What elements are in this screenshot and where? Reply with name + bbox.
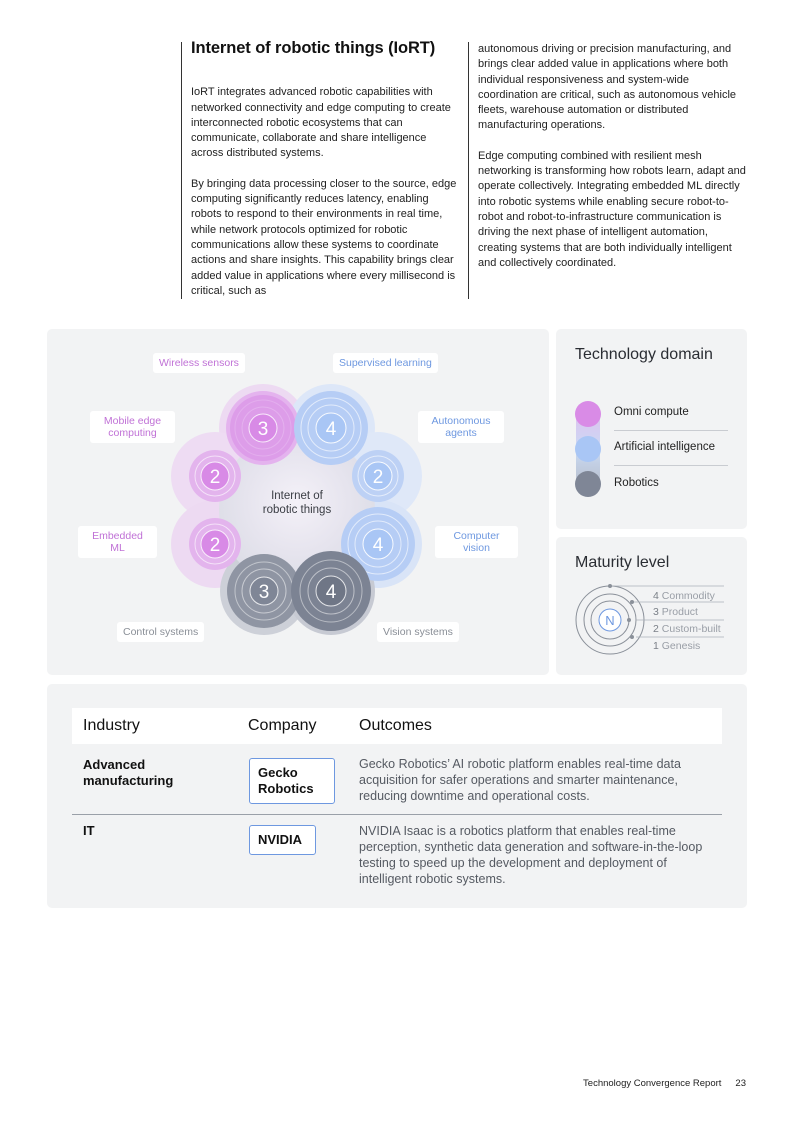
maturity-level-1: 1 Genesis <box>653 640 701 652</box>
legend-item-artificial-intelligence: Artificial intelligence <box>614 441 715 453</box>
node-vision-systems: 4 <box>291 551 371 631</box>
convergence-diagram-panel: 3 2 2 4 2 <box>47 329 549 675</box>
node-embedded-ml: 2 <box>189 518 241 570</box>
domain-gradient-bar <box>575 401 601 497</box>
article-heading: Internet of robotic things (IoRT) <box>191 39 436 57</box>
report-name: Technology Convergence Report <box>583 1078 722 1089</box>
maturity-level-legend: Maturity level N 4 Commodity 3 Product 2… <box>556 537 747 675</box>
label-vision-systems: Vision systems <box>377 622 459 642</box>
maturity-number: 2 <box>210 467 221 488</box>
article-left-column: Internet of robotic things (IoRT) IoRT i… <box>181 39 457 299</box>
node-control-systems: 3 <box>227 554 301 628</box>
legend-item-robotics: Robotics <box>614 477 659 489</box>
maturity-number: 4 <box>373 535 384 556</box>
header-outcomes: Outcomes <box>359 717 432 734</box>
node-autonomous-agents: 2 <box>352 450 404 502</box>
table-header: Industry Company Outcomes <box>72 708 722 744</box>
maturity-number: 2 <box>373 467 384 488</box>
maturity-number: 3 <box>258 419 269 440</box>
article-paragraph: autonomous driving or precision manufact… <box>478 43 737 132</box>
maturity-number: 2 <box>210 535 221 556</box>
maturity-title: Maturity level <box>575 554 670 571</box>
row-2-company: NVIDIA <box>249 825 316 855</box>
maturity-center-letter: N <box>605 613 614 628</box>
label-supervised-learning: Supervised learning <box>333 353 438 373</box>
legend-title: Technology domain <box>575 346 713 363</box>
article-paragraph: IoRT integrates advanced robotic capabil… <box>191 86 451 160</box>
maturity-level-2: 2 Custom-built <box>653 623 721 635</box>
maturity-level-3: 3 Product <box>653 606 698 618</box>
row-2-outcome: NVIDIA Isaac is a robotics platform that… <box>359 824 703 886</box>
maturity-number: 3 <box>259 582 270 603</box>
header-company: Company <box>248 717 317 734</box>
node-mobile-edge-computing: 2 <box>189 450 241 502</box>
row-1-company: Gecko Robotics <box>249 758 335 804</box>
maturity-rings-icon: N <box>575 584 724 655</box>
label-computer-vision: Computer vision <box>435 526 518 558</box>
page-number: 23 <box>735 1078 746 1089</box>
table-row-divider <box>72 814 722 815</box>
technology-domain-legend: Technology domain Omni compute Artificia… <box>556 329 747 529</box>
label-mobile-edge-computing: Mobile edge computing <box>90 411 175 443</box>
label-autonomous-agents: Autonomous agents <box>418 411 504 443</box>
maturity-level-4: 4 Commodity <box>653 590 715 602</box>
page-footer: Technology Convergence Report 23 <box>583 1078 746 1089</box>
row-1-outcome: Gecko Robotics’ AI robotic platform enab… <box>359 757 681 803</box>
article-paragraph: Edge computing combined with resilient m… <box>478 149 746 269</box>
article-right-column: autonomous driving or precision manufact… <box>468 42 748 299</box>
node-computer-vision: 4 <box>341 507 415 581</box>
label-embedded-ml: Embedded ML <box>78 526 157 558</box>
industry-table: Industry Company Outcomes Advanced manuf… <box>47 684 747 908</box>
legend-divider <box>614 430 728 431</box>
center-hub <box>219 432 375 588</box>
omni-compute-swatch-icon <box>575 401 601 427</box>
maturity-number: 4 <box>326 419 337 440</box>
diagram-center-label: Internet of robotic things <box>262 490 332 516</box>
label-control-systems: Control systems <box>117 622 205 642</box>
artificial-intelligence-swatch-icon <box>575 436 601 462</box>
article-paragraph: By bringing data processing closer to th… <box>191 177 457 297</box>
robotics-swatch-icon <box>575 471 601 497</box>
legend-item-omni-compute: Omni compute <box>614 406 689 418</box>
label-wireless-sensors: Wireless sensors <box>153 353 245 373</box>
maturity-number: 4 <box>326 582 337 603</box>
row-1-industry: Advanced manufacturing <box>83 757 174 788</box>
legend-divider <box>614 465 728 466</box>
convergence-diagram: 3 2 2 4 2 <box>171 384 422 635</box>
node-wireless-sensors: 3 <box>226 391 300 465</box>
node-supervised-learning: 4 <box>294 391 368 465</box>
header-industry: Industry <box>83 717 140 734</box>
row-2-industry: IT <box>83 823 95 838</box>
